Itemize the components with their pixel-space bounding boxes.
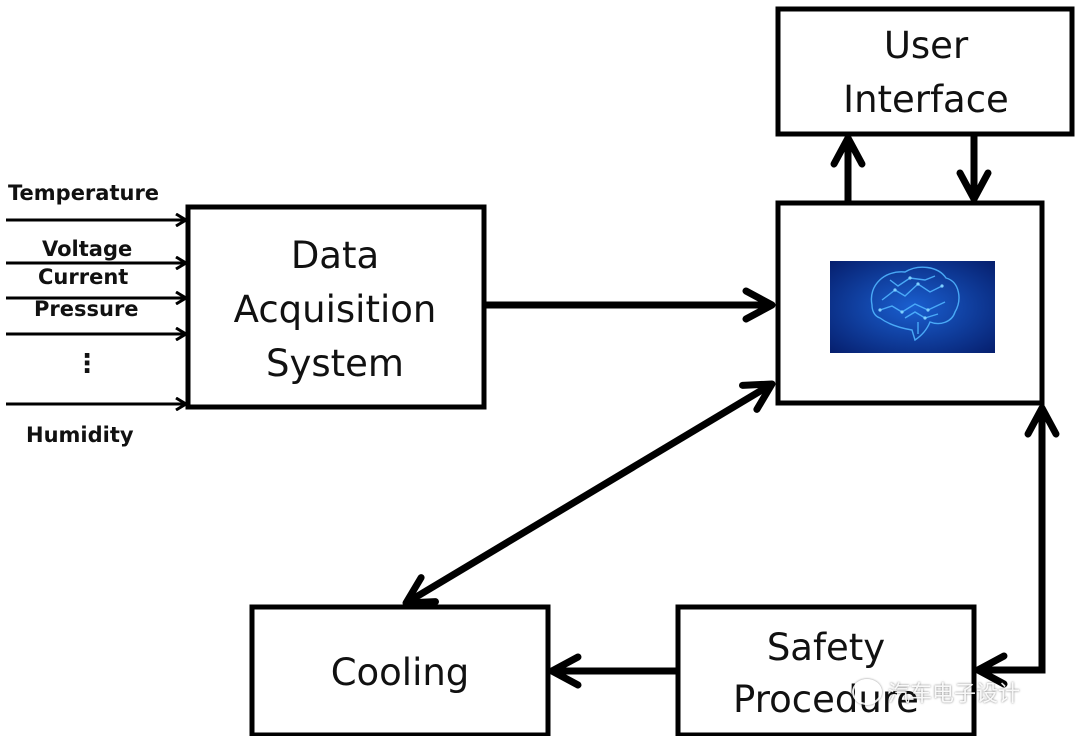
input-label-current: Current [38, 265, 128, 289]
ui-label-line1: User [884, 24, 969, 67]
watermark-text: 汽车电子设计 [888, 682, 1021, 707]
daq-label-line3: System [266, 342, 404, 385]
block-data-acquisition: Data Acquisition System [185, 204, 487, 410]
input-label-pressure: Pressure [34, 297, 139, 321]
block-cooling: Cooling [249, 604, 551, 736]
ui-label-line2: Interface [843, 78, 1009, 121]
block-ai-controller [775, 200, 1045, 406]
input-arrows [6, 220, 186, 404]
block-safety-procedure: Safety Procedure [675, 604, 977, 736]
cooling-label: Cooling [331, 651, 470, 694]
watermark: 汽车电子设计 [852, 676, 1020, 708]
block-user-interface: User Interface [775, 6, 1075, 137]
arrow-ai-safety-bidirectional [974, 404, 1060, 688]
input-label-temperature: Temperature [8, 181, 159, 205]
daq-label-line1: Data [291, 234, 379, 277]
arrow-ai-cooling-bidirectional [402, 380, 776, 607]
input-label-voltage: Voltage [42, 237, 132, 261]
wechat-icon [852, 679, 882, 705]
input-label-humidity: Humidity [26, 423, 134, 447]
safety-label-line1: Safety [767, 626, 885, 669]
input-label-ellipsis: ⋮ [74, 349, 100, 379]
daq-label-line2: Acquisition [234, 288, 437, 331]
safety-label-line2: Procedure [733, 678, 919, 721]
circuit-brain-image [830, 261, 995, 353]
